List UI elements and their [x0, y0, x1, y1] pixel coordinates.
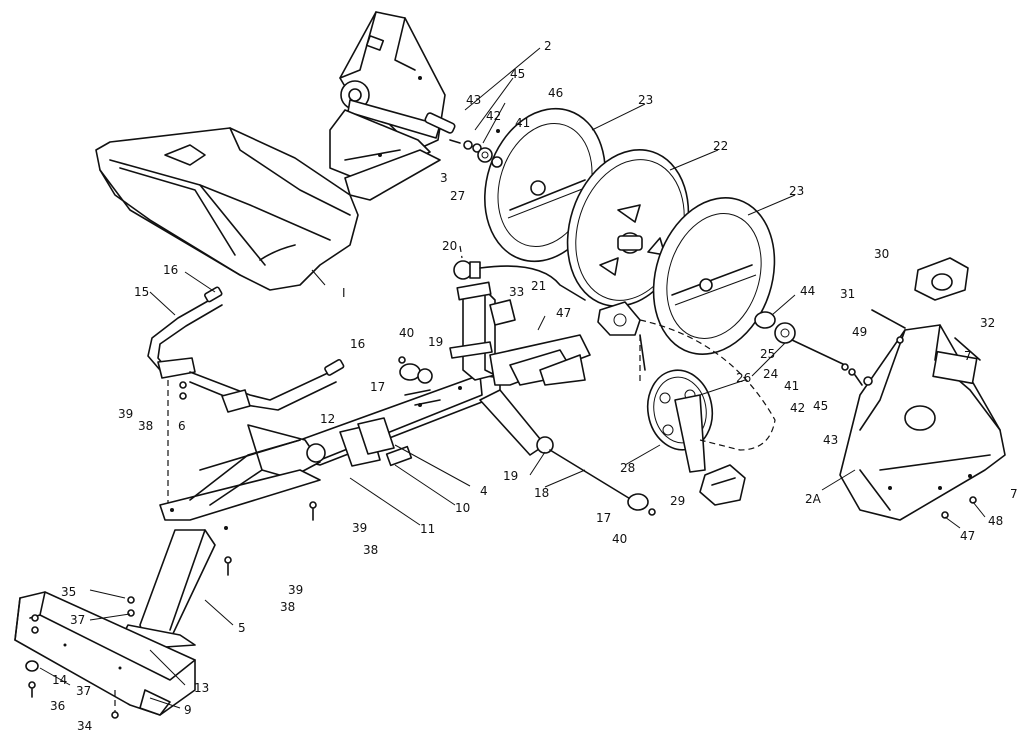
part-label-41b: 41 [784, 379, 799, 393]
part-label-14: 14 [52, 673, 67, 687]
part-label-15: 15 [134, 285, 149, 299]
part-label-6: 6 [178, 419, 186, 433]
part-label-25: 25 [760, 347, 775, 361]
pedal [699, 464, 746, 506]
part-label-48: 48 [988, 514, 1003, 528]
part-label-28: 28 [620, 461, 635, 475]
part-label-19b: 19 [503, 469, 518, 483]
shroud-cap [914, 257, 969, 301]
part-label-37b: 37 [76, 684, 91, 698]
part-label-10: 10 [455, 501, 470, 515]
part-label-30: 30 [874, 247, 889, 261]
part-label-17a: 17 [370, 380, 385, 394]
rear-roller [536, 436, 656, 516]
part-label-16b: 16 [350, 337, 365, 351]
part-label-40b: 40 [612, 532, 627, 546]
part-label-34: 34 [77, 719, 92, 733]
part-label-47a: 47 [556, 306, 571, 320]
axle-hardware [754, 309, 981, 386]
part-label-38a: 38 [138, 419, 153, 433]
part-label-49: 49 [852, 325, 867, 339]
part-label-39a: 39 [118, 407, 133, 421]
part-label-21: 21 [531, 279, 546, 293]
part-label-40a: 40 [399, 326, 414, 340]
part-label-22: 22 [713, 139, 728, 153]
part-label-26: 26 [736, 371, 751, 385]
handlebar-assembly [147, 286, 345, 505]
part-label-38b: 38 [363, 543, 378, 557]
left-shaft-hardware [449, 129, 503, 168]
part-label-3: 3 [440, 171, 448, 185]
part-label-2A: 2A [805, 492, 822, 506]
front-roller [398, 356, 433, 384]
seat-cushion [95, 127, 359, 291]
part-label-37a: 37 [70, 613, 85, 627]
flywheel-cover-right [652, 197, 776, 355]
leader-lines [39, 47, 986, 709]
part-label-4: 4 [480, 484, 488, 498]
part-label-16a: 16 [163, 263, 178, 277]
part-label-45b: 45 [813, 399, 828, 413]
part-label-12: 12 [320, 412, 335, 426]
part-label-33: 33 [509, 285, 524, 299]
part-label-44: 44 [800, 284, 815, 298]
drive-sprocket [639, 319, 776, 473]
part-label-32: 32 [980, 316, 995, 330]
part-label-41a: 41 [515, 116, 530, 130]
part-label-43b: 43 [823, 433, 838, 447]
stabilizer-foot [14, 591, 196, 716]
fasteners [25, 381, 977, 719]
part-label-23b: 23 [789, 184, 804, 198]
rear-support [159, 439, 321, 530]
part-label-38c: 38 [280, 600, 295, 614]
part-label-I: I [342, 286, 346, 300]
part-label-7b: 7 [1010, 487, 1018, 501]
part-label-23a: 23 [638, 93, 653, 107]
part-label-20: 20 [442, 239, 457, 253]
part-label-39b: 39 [352, 521, 367, 535]
part-label-35: 35 [61, 585, 76, 599]
part-label-13: 13 [194, 681, 209, 695]
part-label-39c: 39 [288, 583, 303, 597]
part-label-5: 5 [238, 621, 246, 635]
part-label-31: 31 [840, 287, 855, 301]
part-label-36: 36 [50, 699, 65, 713]
side-shroud [839, 324, 1006, 521]
part-label-46: 46 [548, 86, 563, 100]
part-label-45a: 45 [510, 67, 525, 81]
part-label-42a: 42 [486, 109, 501, 123]
brake-unit [539, 301, 646, 386]
seat-back-frame [329, 11, 456, 201]
part-label-19a: 19 [428, 335, 443, 349]
part-label-27: 27 [450, 189, 465, 203]
part-label-17b: 17 [596, 511, 611, 525]
part-label-9: 9 [184, 703, 192, 717]
part-label-47b: 47 [960, 529, 975, 543]
part-label-24: 24 [763, 367, 778, 381]
part-label-11: 11 [420, 522, 435, 536]
part-label-7a: 7 [964, 349, 972, 363]
part-label-2: 2 [544, 39, 552, 53]
front-leg [119, 529, 216, 649]
part-label-42b: 42 [790, 401, 805, 415]
part-label-29: 29 [670, 494, 685, 508]
tension-knob [453, 245, 586, 301]
part-label-18: 18 [534, 486, 549, 500]
part-label-43a: 43 [466, 93, 481, 107]
main-frame-rail [247, 374, 501, 479]
